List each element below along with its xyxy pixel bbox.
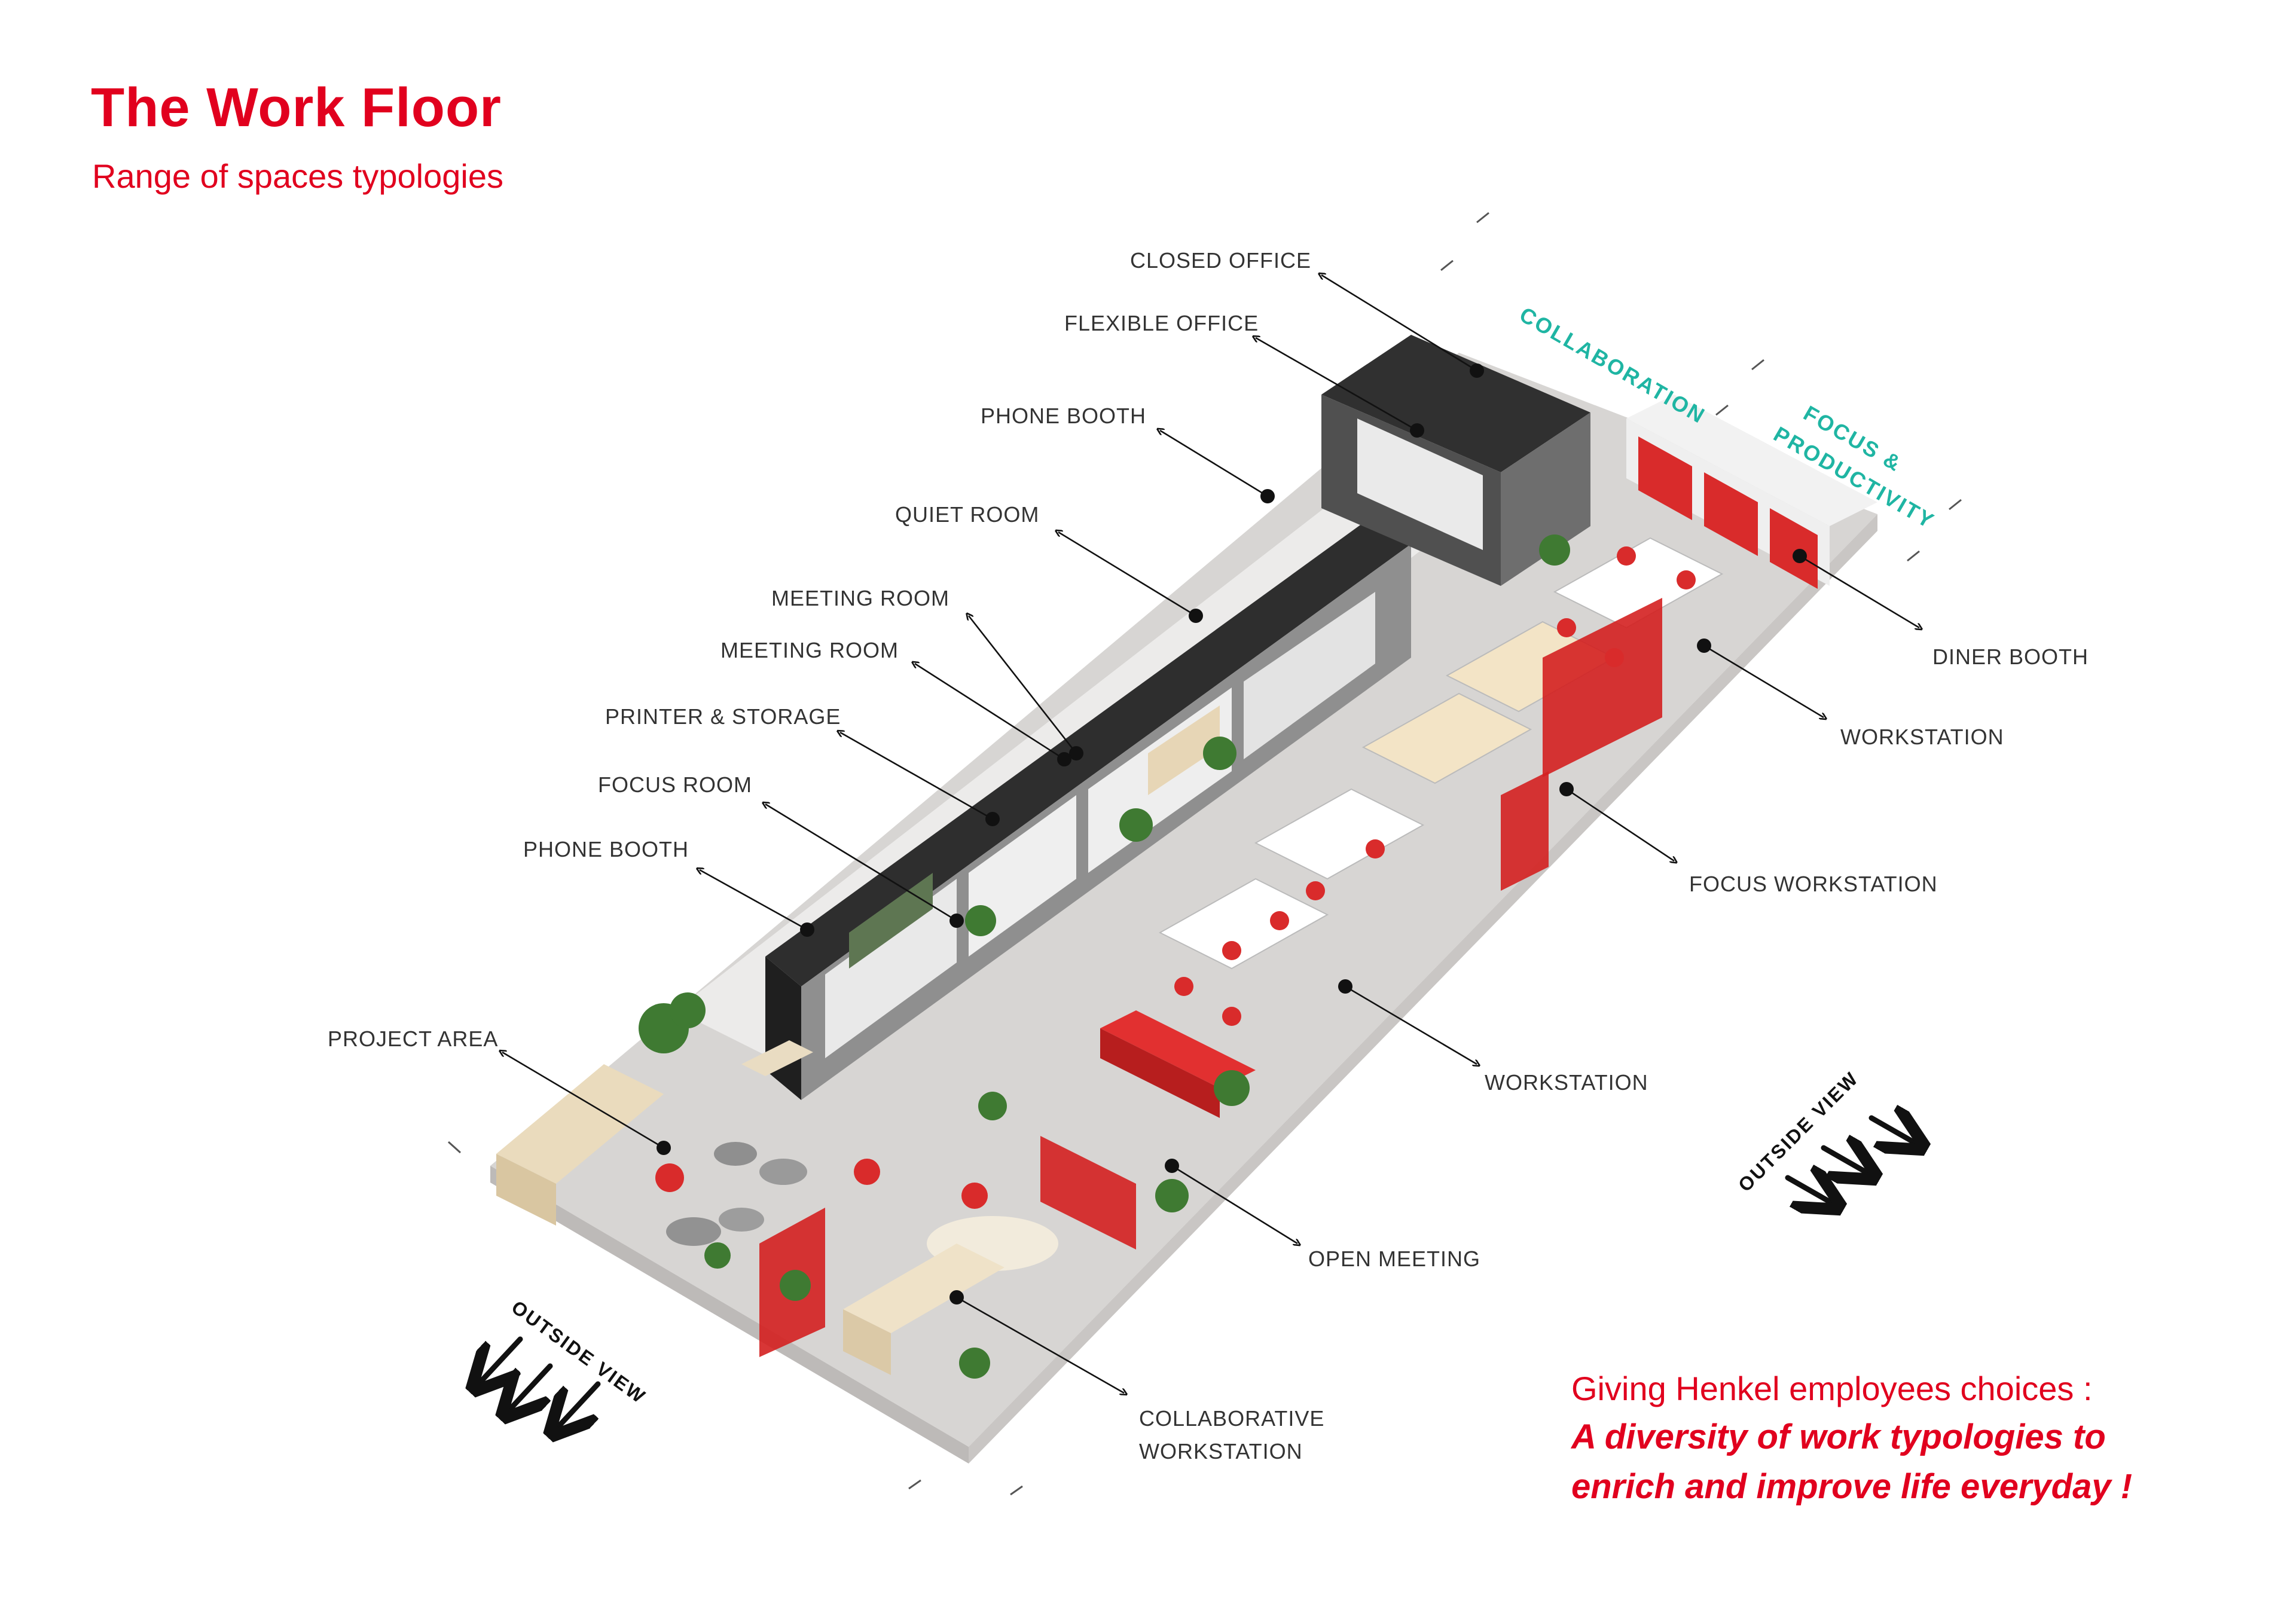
- plants: [639, 534, 1570, 1379]
- callout-dots: [657, 363, 1807, 1305]
- red-sofa: [1100, 1010, 1256, 1118]
- tagline-line1: Giving Henkel employees choices :: [1571, 1370, 2093, 1407]
- label-collaborative-line1: COLLABORATIVE: [1139, 1406, 1325, 1431]
- page-subtitle: Range of spaces typologies: [92, 157, 503, 195]
- diner-booths: [1626, 395, 1877, 589]
- label-meeting-room-1: MEETING ROOM: [771, 586, 949, 610]
- room-strip-roof: [765, 514, 1411, 986]
- page-title: The Work Floor: [91, 77, 502, 138]
- office-interior: [1357, 418, 1483, 550]
- label-phone-booth-top: PHONE BOOTH: [981, 404, 1147, 428]
- zone-boundary-lines: [447, 212, 1962, 1496]
- label-focus-room: FOCUS ROOM: [598, 772, 752, 797]
- tagline-line3: enrich and improve life everyday !: [1571, 1467, 2133, 1506]
- floor-edge: [490, 1166, 969, 1464]
- label-phone-booth-bottom: PHONE BOOTH: [523, 837, 689, 861]
- tagline-line2: A diversity of work typologies to: [1571, 1417, 2106, 1456]
- office-block-roof: [1321, 335, 1590, 472]
- label-open-meeting: OPEN MEETING: [1308, 1247, 1481, 1271]
- label-focus-workstation: FOCUS WORKSTATION: [1689, 872, 1938, 896]
- floor-slab: [490, 353, 1877, 1447]
- desk-clusters: [1158, 537, 1724, 970]
- label-workstation-center: WORKSTATION: [1485, 1070, 1648, 1095]
- label-quiet-room: QUIET ROOM: [895, 502, 1040, 527]
- label-meeting-room-2: MEETING ROOM: [720, 638, 899, 662]
- label-collaborative-line2: WORKSTATION: [1139, 1439, 1303, 1464]
- outside-view-arrows-left: [481, 1336, 601, 1426]
- office-block-right: [1501, 413, 1590, 586]
- label-diner-booth: DINER BOOTH: [1932, 644, 2089, 669]
- label-workstation-right: WORKSTATION: [1840, 725, 2004, 749]
- label-closed-office: CLOSED OFFICE: [1130, 248, 1312, 273]
- label-project-area: PROJECT AREA: [328, 1027, 499, 1051]
- label-flexible-office: FLEXIBLE OFFICE: [1064, 311, 1259, 335]
- red-chairs: [655, 546, 1696, 1209]
- project-area-furniture: [496, 1040, 1058, 1375]
- outside-view-arrows-right: [1785, 1118, 1913, 1202]
- label-printer-storage: PRINTER & STORAGE: [605, 704, 841, 729]
- callout-leaders: [502, 275, 1919, 1393]
- floor-edge: [969, 514, 1877, 1464]
